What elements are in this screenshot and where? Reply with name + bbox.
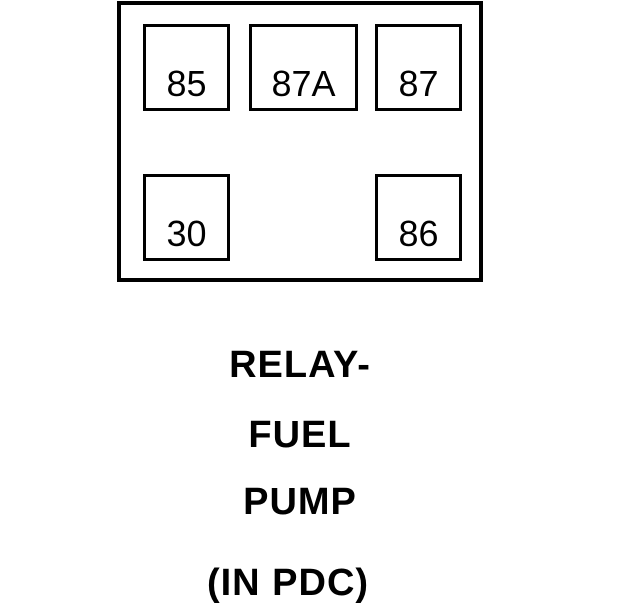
terminal-85-label: 85 xyxy=(166,63,207,104)
caption-line-2: FUEL xyxy=(248,414,352,456)
terminal-30-label: 30 xyxy=(166,213,207,254)
caption-line-1: RELAY- xyxy=(229,344,371,386)
terminal-87a: 87A xyxy=(249,24,358,111)
caption-line-4: (IN PDC) xyxy=(206,562,370,604)
caption-line-3: PUMP xyxy=(243,481,357,523)
terminal-30: 30 xyxy=(143,174,230,261)
terminal-87a-label: 87A xyxy=(271,63,336,104)
terminal-86-label: 86 xyxy=(398,213,439,254)
terminal-86: 86 xyxy=(375,174,462,261)
terminal-87: 87 xyxy=(375,24,462,111)
relay-connector-outline: 85 87A 87 30 86 xyxy=(117,1,483,282)
terminal-85: 85 xyxy=(143,24,230,111)
terminal-87-label: 87 xyxy=(398,63,439,104)
